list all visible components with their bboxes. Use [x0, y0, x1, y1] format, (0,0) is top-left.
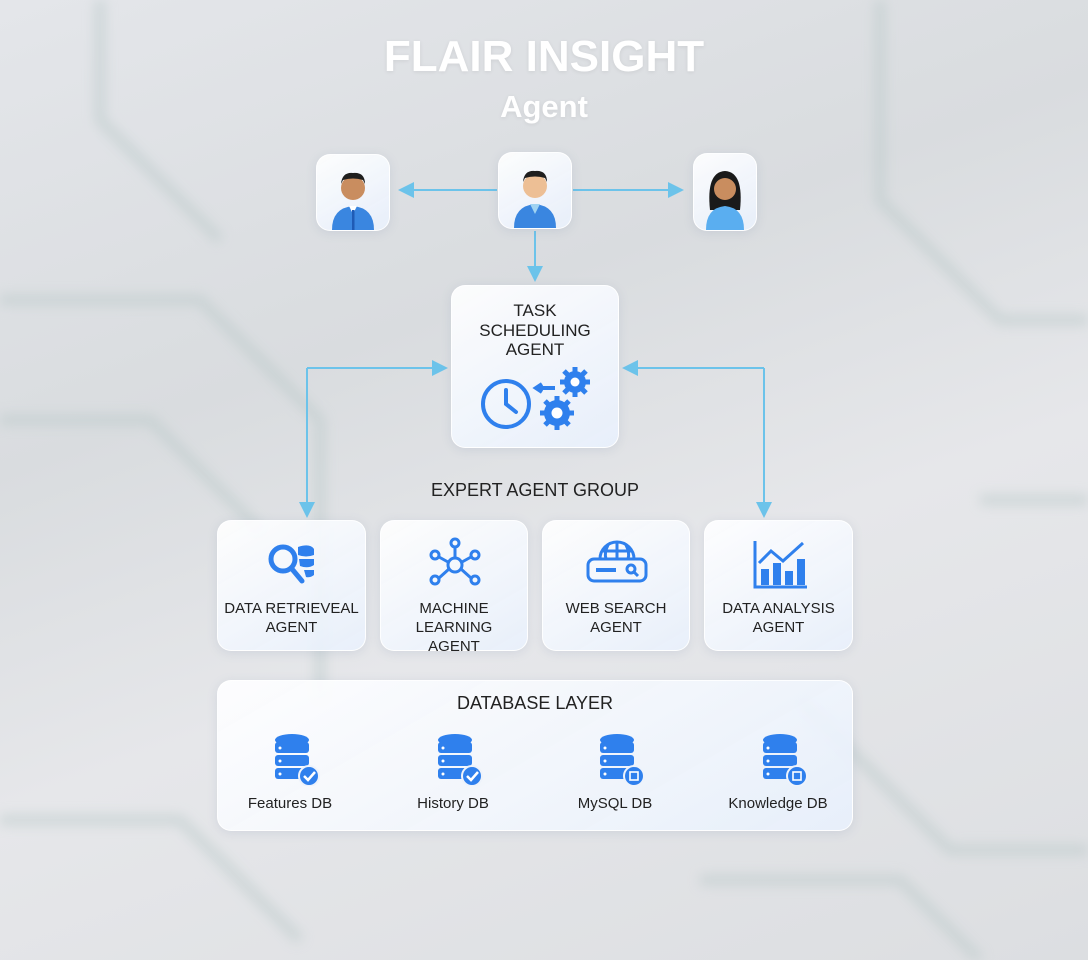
female-user-icon: [706, 171, 744, 230]
data-retrieval-agent-card[interactable]: DATA RETRIEVEAL AGENT: [217, 520, 366, 651]
database-item[interactable]: Features DB: [230, 734, 350, 818]
database-icon: [763, 734, 808, 786]
web-search-icon: [586, 540, 648, 583]
user-card-center[interactable]: [498, 152, 572, 229]
agent-label-line: DATA ANALYSIS: [722, 600, 835, 617]
database-icon: [275, 734, 320, 786]
database-layer-panel: DATABASE LAYER: [217, 680, 853, 831]
scheduler-label-line: TASK: [513, 301, 557, 320]
clock-gears-icon: [481, 367, 590, 430]
database-label: Features DB: [247, 795, 333, 812]
male-user-icon: [514, 170, 556, 228]
web-search-agent-card[interactable]: WEB SEARCH AGENT: [542, 520, 690, 651]
data-analysis-agent-card[interactable]: DATA ANALYSIS AGENT: [704, 520, 853, 651]
agent-label-line: WEB SEARCH: [565, 600, 667, 617]
app-title: FLAIR INSIGHT: [383, 32, 705, 81]
machine-learning-agent-card[interactable]: MACHINE LEARNING AGENT: [380, 520, 528, 655]
user-card-left[interactable]: [316, 154, 390, 231]
task-scheduling-agent-card[interactable]: TASK SCHEDULING AGENT: [451, 285, 619, 448]
agent-label-line: AGENT: [590, 619, 642, 636]
database-search-icon: [268, 544, 314, 584]
database-item[interactable]: History DB: [393, 734, 513, 818]
database-item[interactable]: MySQL DB: [555, 734, 675, 818]
database-icon: [600, 734, 645, 786]
database-label: Knowledge DB: [728, 795, 828, 812]
database-layer-label: DATABASE LAYER: [456, 693, 614, 713]
bar-chart-icon: [753, 541, 807, 589]
database-item[interactable]: Knowledge DB: [718, 734, 838, 818]
scheduler-label-line: SCHEDULING: [479, 320, 591, 340]
agent-label-line: MACHINE LEARNING: [415, 600, 493, 636]
expert-agent-group-label: EXPERT AGENT GROUP: [430, 480, 640, 500]
agent-label-line: AGENT: [752, 619, 805, 636]
scheduler-label-line: AGENT: [505, 340, 565, 359]
agent-label-line: AGENT: [265, 619, 318, 636]
database-icon: [438, 734, 483, 786]
database-label: MySQL DB: [577, 795, 653, 812]
agent-label-line: AGENT: [428, 638, 480, 655]
network-nodes-icon: [429, 537, 481, 586]
user-card-right[interactable]: [693, 153, 757, 231]
agent-label-line: DATA RETRIEVEAL: [224, 600, 359, 617]
database-label: History DB: [417, 795, 489, 812]
app-subtitle: Agent: [500, 89, 588, 124]
male-user-icon: [332, 172, 374, 230]
